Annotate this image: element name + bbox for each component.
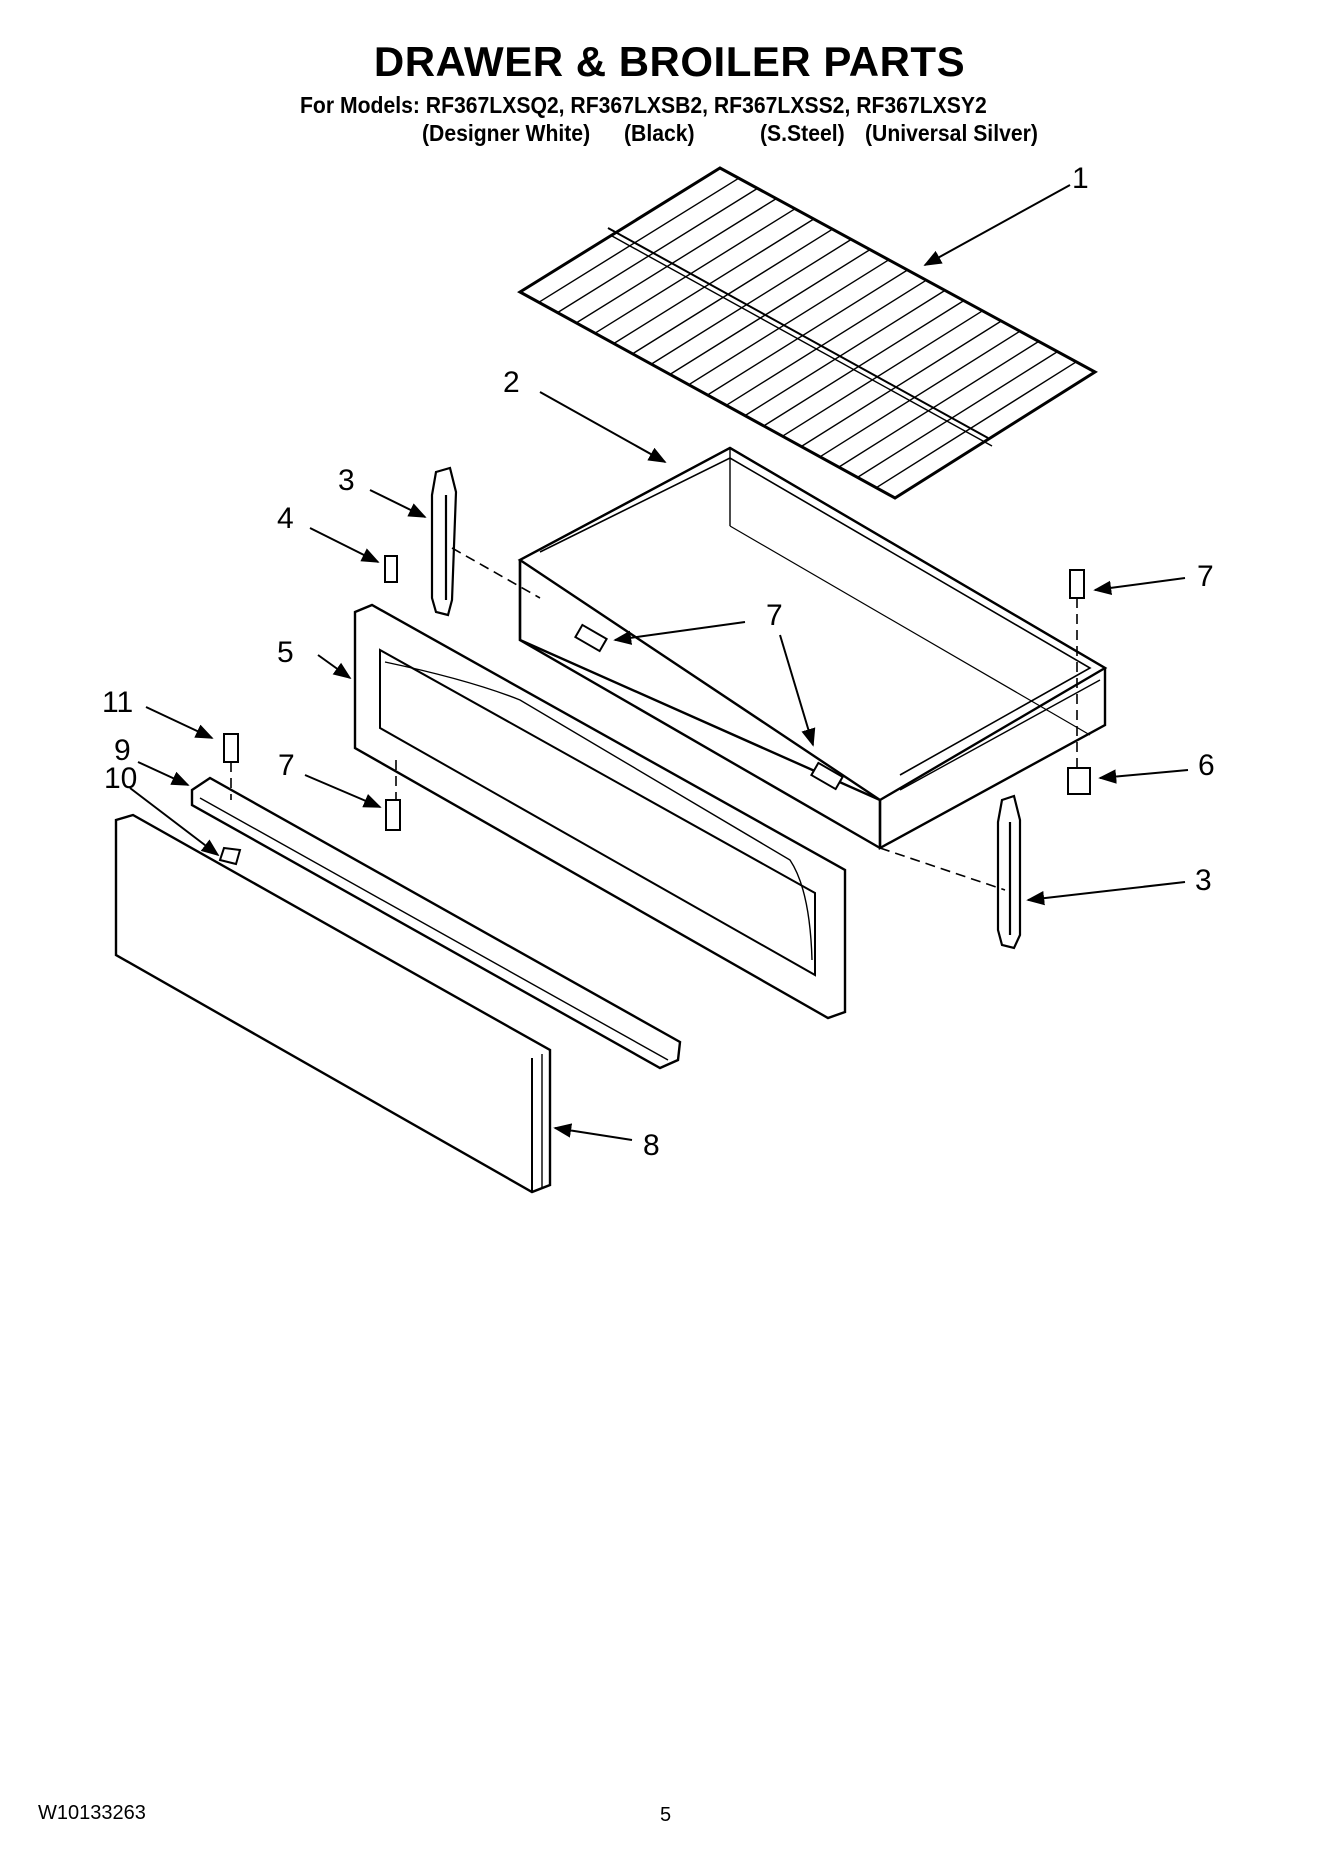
slide-bracket-left [430,466,458,617]
callout-7-left: 7 [278,749,295,782]
alignment-lines [230,547,1078,891]
page-number: 5 [660,1804,672,1826]
callout-11: 11 [102,686,133,719]
callout-7-center: 7 [766,599,783,632]
callout-8: 8 [643,1129,660,1162]
callout-10: 10 [104,762,137,795]
leader-arrows [129,184,1189,1141]
callout-1: 1 [1072,162,1089,195]
broiler-pan [517,446,1108,851]
callout-7-right: 7 [1197,560,1214,593]
trim-strip [190,776,682,1070]
broiler-rack [517,166,1098,500]
screws [218,555,1091,866]
doc-number: W10133263 [38,1802,146,1824]
drawer-front-frame [353,603,847,1020]
callout-4: 4 [277,502,294,535]
callout-5: 5 [277,636,294,669]
callout-labels: 1 2 3 3 4 5 6 7 7 7 8 9 10 11 [102,162,1215,1162]
callout-3-right: 3 [1195,864,1212,897]
callout-3-left: 3 [338,464,355,497]
color-black: (Black) [624,120,695,146]
color-universal-silver: (Universal Silver) [865,120,1038,146]
color-designer-white: (Designer White) [422,120,591,146]
slide-bracket-right [996,794,1022,950]
callout-9: 9 [114,734,131,767]
callout-6: 6 [1198,749,1215,782]
page-title: DRAWER & BROILER PARTS [373,38,966,85]
callout-2: 2 [503,366,520,399]
drawer-panel [114,813,552,1194]
models-line: For Models: RF367LXSQ2, RF367LXSB2, RF36… [300,92,987,118]
color-stainless: (S.Steel) [760,120,845,146]
